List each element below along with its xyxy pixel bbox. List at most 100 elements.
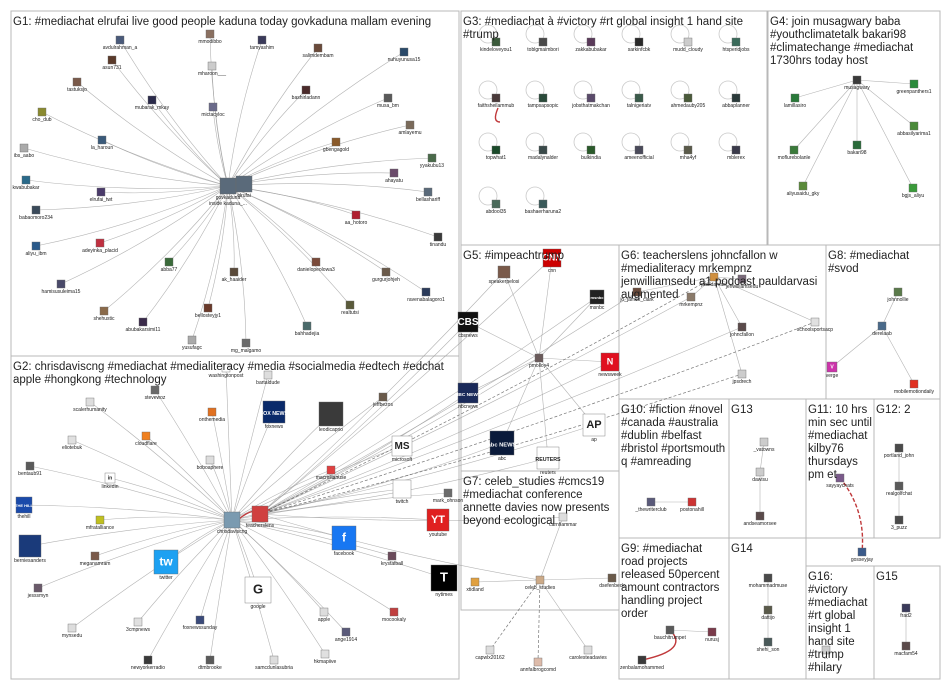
edge: [231, 519, 326, 655]
node-label: _thewriterclub: [634, 507, 666, 513]
node-logo: NBC NEWS: [455, 392, 482, 398]
self-loop: [478, 132, 498, 152]
node-label: abbaplanner: [722, 103, 750, 109]
node-tinandu: tinandu: [430, 232, 446, 248]
node-avatar: [90, 551, 100, 561]
edge: [227, 185, 235, 273]
node-label: hamisusuleima15: [42, 289, 81, 295]
node-: ...: [821, 645, 831, 661]
node-avatar: [489, 430, 515, 456]
node-label: ahayatu: [385, 178, 403, 184]
node-hkmapiive: hkmapiive: [314, 649, 336, 665]
node-label: mharoon___: [198, 71, 226, 77]
node-pauldarvasi: pauldarvasi: [701, 272, 727, 288]
node-label: kwabubakar: [13, 185, 40, 191]
node-label: carolesteadavies: [569, 655, 607, 661]
node-label: microsoft: [392, 457, 413, 463]
self-loop: [621, 132, 641, 152]
node-avatar: [389, 607, 399, 617]
node-annfalbrogcomd: annfalbrogcomd: [520, 657, 556, 673]
edge: [37, 519, 233, 589]
node-shehi-son: shehi_son: [757, 637, 780, 653]
edge: [759, 441, 765, 473]
node-label: verge: [826, 373, 839, 379]
node-avatar: [221, 363, 231, 373]
node-label: zakkabubakar: [575, 47, 606, 53]
node-avatar: [141, 431, 151, 441]
node-kindeloveyou1: kindeloveyou1: [480, 37, 512, 53]
node-yusufagc: yusufagc: [182, 335, 203, 351]
node-avatar: [399, 47, 409, 57]
node-washingtonpost: washingtonpost: [209, 363, 244, 379]
hub-avatar: [219, 177, 237, 195]
node-logo: abc NEWS: [488, 442, 517, 448]
edge: [831, 325, 883, 368]
node-label: msnbc: [590, 305, 605, 311]
node-label: htsperidjobs: [723, 47, 750, 53]
node-salimdembam: salimdembam: [302, 43, 334, 59]
node-label: aa_hotoro: [345, 220, 368, 226]
node-avatar: [683, 93, 693, 103]
edge: [142, 185, 229, 323]
self-loop: [670, 132, 690, 152]
node-label: faithsheilammub: [478, 103, 515, 109]
node-label: cho_dub: [32, 117, 51, 123]
node-label: nurusj: [705, 637, 719, 643]
node-avatar: [789, 145, 799, 155]
node-label: annfalbrogcomd: [520, 667, 556, 673]
edge: [467, 357, 540, 394]
edge: [227, 51, 405, 187]
edge: [539, 579, 589, 651]
edge: [103, 185, 229, 312]
edge: [137, 519, 233, 623]
node-label: babaomoro234: [19, 215, 53, 221]
node-label: yyakubu13: [420, 163, 444, 169]
node-avatar: [164, 257, 174, 267]
node-krystalball: krystalball: [381, 551, 403, 567]
node-avatar: [600, 352, 620, 372]
node-abbaplanner: abbaplanner: [722, 93, 750, 109]
node-avatar: [320, 649, 330, 659]
node-avatar: [433, 232, 443, 242]
node-avatar: [244, 576, 272, 604]
node-label: lamillasiro: [784, 103, 806, 109]
node-ravenabalagoro1: ravenabalagoro1: [407, 287, 445, 303]
self-loop: [670, 80, 690, 100]
group-box-g6: [618, 244, 827, 400]
node-bellashariff: bellashariff: [416, 187, 441, 203]
node-label: samcdunlasubria: [255, 665, 293, 671]
node-thewriterclub: _thewriterclub: [634, 497, 667, 513]
node-capwlx20162: capwlx20162: [475, 645, 505, 661]
node-avatar: [538, 199, 548, 209]
node-avatar: [538, 145, 548, 155]
node-logo: REUTERS: [535, 457, 561, 463]
node-label: google: [250, 604, 265, 610]
node-avatar: [31, 205, 41, 215]
node-avatar: [331, 137, 341, 147]
node-avatar: [37, 107, 47, 117]
edge: [839, 477, 864, 553]
node-label: ange1914: [335, 637, 357, 643]
self-loop: [525, 24, 545, 44]
edge: [211, 65, 229, 187]
node-avatar: [389, 168, 399, 178]
edge: [713, 276, 743, 328]
node-label: mg_malgamo: [231, 348, 262, 354]
node-label: cloudflare: [135, 441, 157, 447]
edge: [147, 519, 233, 661]
node-logo: FOX NEWS: [260, 411, 289, 417]
node-avatar: [810, 317, 820, 327]
node-avatar: [759, 437, 769, 447]
node-label: schoolsportsacp: [797, 327, 833, 333]
node-label: twitch: [396, 499, 409, 505]
self-loop: [573, 80, 593, 100]
node-tamyashim: tamyashim: [250, 35, 274, 51]
node-avatar: [392, 479, 412, 499]
node-lamillasiro: lamillasiro: [784, 93, 806, 109]
node-musagwary: musagwary: [844, 75, 870, 91]
node-avatar: [257, 35, 267, 45]
